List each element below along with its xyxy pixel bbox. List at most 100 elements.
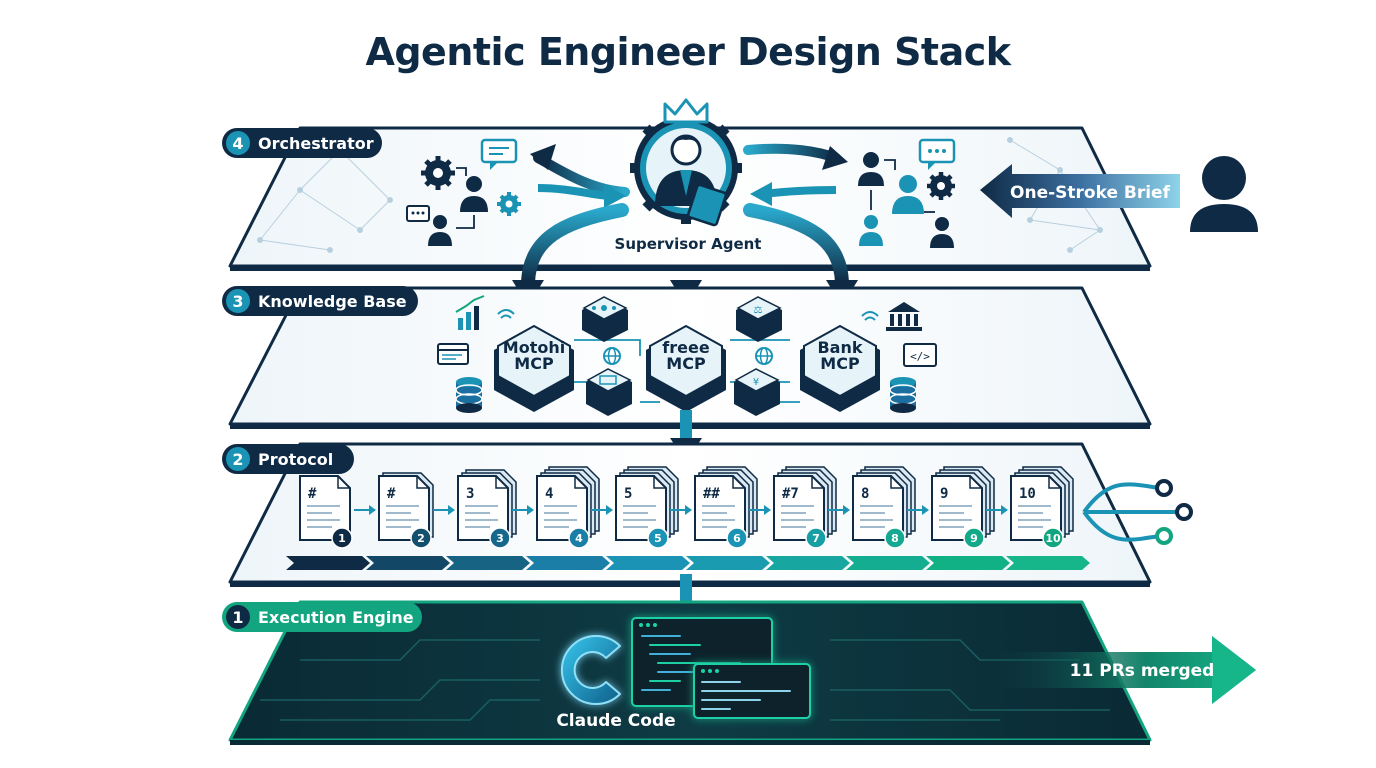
svg-text:2: 2: [232, 450, 243, 469]
svg-text:⚖: ⚖: [754, 305, 763, 316]
doc-step-number: 2: [417, 532, 425, 545]
network-mesh-left: [257, 147, 393, 253]
doc-heading: #: [387, 486, 396, 502]
svg-text:3: 3: [232, 292, 243, 311]
gear-small-icon: [497, 192, 521, 216]
timeline-chevron: [366, 556, 450, 570]
svg-text:Knowledge Base: Knowledge Base: [258, 292, 407, 311]
protocol-doc-2[interactable]: #2: [378, 472, 455, 549]
circuit-traces: [260, 639, 1110, 721]
svg-text:MCP: MCP: [514, 354, 554, 373]
git-merge-icon: [1082, 479, 1193, 545]
protocol-doc-8[interactable]: 88: [852, 466, 929, 549]
protocol-timeline: [286, 556, 1090, 570]
mcp-node-motohi[interactable]: Motohi MCP: [494, 324, 574, 412]
one-stroke-brief-label: One-Stroke Brief: [1010, 183, 1171, 203]
knowledge-base-layer: </> ⚖: [222, 286, 1152, 429]
small-node-bottom-right: ¥: [734, 368, 780, 416]
database-icon: [455, 377, 483, 413]
small-node-top-left: [582, 296, 628, 342]
svg-text:</>: </>: [910, 350, 930, 363]
arrow-supervisor-left: [530, 144, 630, 208]
timeline-chevron: [446, 556, 530, 570]
page-title: Agentic Engineer Design Stack: [365, 30, 1011, 74]
timeline-chevron: [846, 556, 930, 570]
right-kb-icons: </>: [861, 302, 937, 413]
user-small-icon: [930, 217, 954, 248]
user-small-icon: [428, 215, 452, 246]
doc-heading: 5: [624, 486, 632, 502]
svg-text:Execution Engine: Execution Engine: [258, 608, 414, 627]
mcp-node-freee[interactable]: freee MCP: [646, 324, 726, 412]
svg-text:¥: ¥: [753, 377, 759, 388]
chat-small-icon: [406, 205, 430, 222]
doc-step-number: 4: [575, 532, 583, 545]
doc-step-number: 3: [496, 532, 504, 545]
browser-window-icon: [437, 343, 469, 365]
timeline-chevron: [766, 556, 850, 570]
timeline-chevron: [926, 556, 1010, 570]
timeline-chevron: [606, 556, 690, 570]
svg-text:Protocol: Protocol: [258, 450, 333, 469]
layer-badge-4: 4 Orchestrator: [222, 128, 382, 158]
protocol-doc-7[interactable]: #77: [773, 466, 850, 549]
globe-icon-right: [755, 347, 773, 365]
left-kb-icons: [437, 295, 515, 413]
chat-bubble-icon: [918, 138, 956, 170]
doc-heading: 8: [861, 486, 869, 502]
gear-icon: [927, 172, 955, 200]
small-node-top-right: ⚖: [736, 296, 782, 342]
doc-heading: 4: [545, 486, 553, 502]
doc-step-number: 10: [1045, 532, 1061, 545]
user-group-icon: [892, 175, 924, 214]
svg-text:Orchestrator: Orchestrator: [258, 134, 374, 153]
svg-text:MCP: MCP: [820, 354, 860, 373]
code-window-icon: </>: [903, 343, 937, 367]
prs-merged-arrow: 11 PRs merged: [980, 636, 1256, 704]
globe-icon-left: [603, 347, 621, 365]
claude-code-label: Claude Code: [556, 711, 675, 731]
human-user-icon: [1190, 156, 1258, 232]
doc-heading: 3: [466, 486, 474, 502]
protocol-doc-10[interactable]: 10 10: [1010, 466, 1074, 549]
doc-step-number: 1: [338, 532, 346, 545]
doc-step-number: 7: [812, 532, 820, 545]
svg-text:Motohi: Motohi: [503, 338, 565, 357]
layer-badge-1: 1 Execution Engine: [222, 602, 422, 632]
doc-heading: 10: [1019, 486, 1036, 502]
mcp-node-bank[interactable]: Bank MCP: [800, 324, 880, 412]
claude-code-logo-icon: [561, 635, 621, 705]
protocol-doc-4[interactable]: 44: [536, 466, 613, 549]
chat-bubble-icon: [480, 138, 518, 170]
doc-heading: #: [308, 486, 317, 502]
supervisor-agent-label: Supervisor Agent: [615, 235, 762, 253]
svg-text:1: 1: [232, 608, 243, 627]
svg-text:MCP: MCP: [666, 354, 706, 373]
doc-heading: ##: [703, 486, 720, 502]
timeline-chevron: [526, 556, 610, 570]
gear-icon: [421, 156, 455, 190]
orchestrator-layer: Supervisor Agent One-Stroke Brief: [222, 98, 1258, 271]
one-stroke-brief-arrow: One-Stroke Brief: [980, 164, 1180, 218]
protocol-doc-1[interactable]: #1: [299, 475, 376, 549]
user-icon: [460, 176, 488, 212]
doc-step-number: 5: [654, 532, 662, 545]
database-icon: [889, 377, 917, 413]
protocol-doc-5[interactable]: 55: [615, 466, 692, 549]
user-icon: [858, 152, 884, 186]
doc-step-number: 6: [733, 532, 741, 545]
doc-step-number: 9: [970, 532, 978, 545]
svg-text:Bank: Bank: [817, 338, 862, 357]
prs-merged-label: 11 PRs merged: [1070, 661, 1215, 681]
wifi-icon: [497, 309, 515, 319]
protocol-doc-9[interactable]: 99: [931, 466, 1008, 549]
supervisor-agent-icon: Supervisor Agent: [615, 98, 762, 253]
timeline-chevron: [1006, 556, 1090, 570]
protocol-doc-6[interactable]: ## 6: [694, 466, 771, 549]
doc-heading: 9: [940, 486, 948, 502]
terminal-window: [693, 663, 811, 719]
right-agent-cluster: [858, 138, 956, 248]
protocol-doc-3[interactable]: 33: [457, 469, 534, 549]
